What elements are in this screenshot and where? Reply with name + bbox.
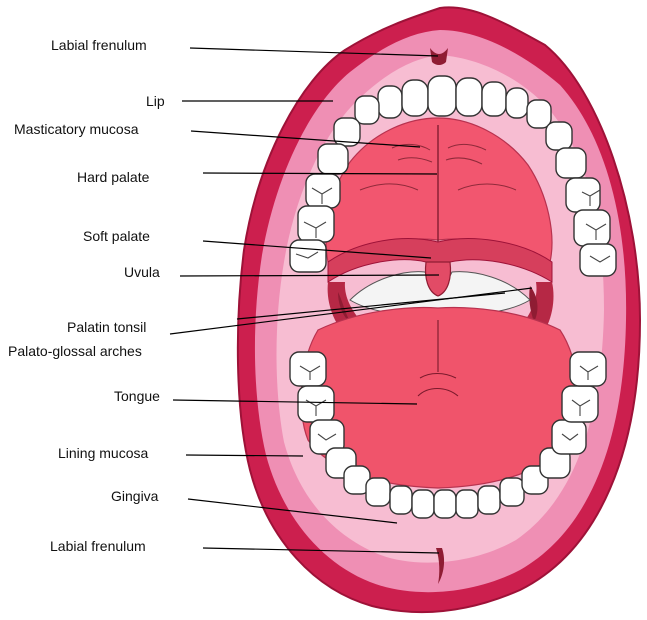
label-palato-glossal-arches: Palato-glossal arches [8, 343, 142, 359]
label-labial-frenulum-upper: Labial frenulum [51, 37, 147, 53]
label-lip: Lip [146, 93, 165, 109]
label-tongue: Tongue [114, 388, 160, 404]
label-hard-palate: Hard palate [77, 169, 150, 185]
label-soft-palate: Soft palate [83, 228, 150, 244]
label-labial-frenulum-lower: Labial frenulum [50, 538, 146, 554]
label-lining-mucosa: Lining mucosa [58, 445, 148, 461]
label-masticatory-mucosa: Masticatory mucosa [14, 121, 139, 137]
label-uvula: Uvula [124, 264, 160, 280]
label-palatin-tonsil: Palatin tonsil [67, 319, 146, 335]
label-gingiva: Gingiva [111, 488, 159, 504]
